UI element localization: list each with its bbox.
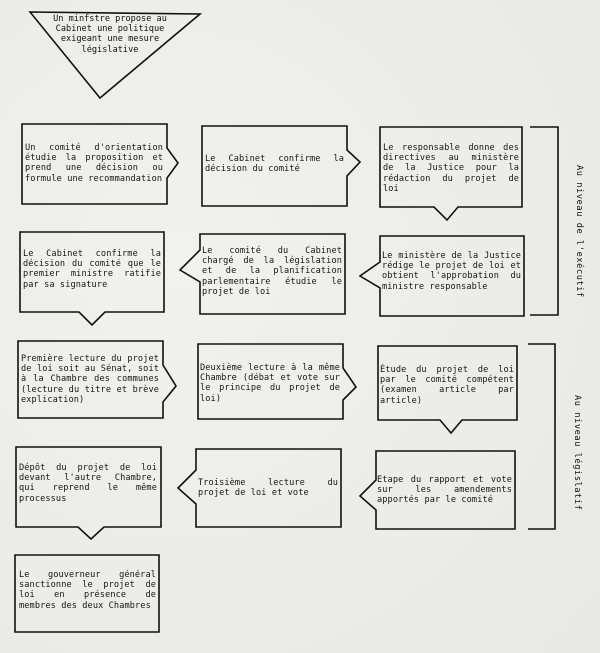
step-g-text: Première lecture du projet de loi soit a… — [21, 354, 159, 405]
bracket-executive — [530, 126, 559, 316]
box-h-shape — [197, 343, 358, 420]
group-label-legislative: Au niveau législatif — [572, 395, 582, 511]
step-c-text: Le responsable donne des directives au m… — [383, 143, 519, 194]
step-a-text: Un comité d'orientation étudie la propos… — [25, 143, 163, 184]
bracket-legislative — [528, 343, 556, 530]
box-k-shape — [176, 448, 342, 528]
box-e-shape — [178, 233, 346, 315]
box-l-shape — [358, 450, 516, 530]
start-step-text: Un minfstre propose au Cabinet une polit… — [53, 14, 167, 55]
step-f-text: Le ministère de la Justice rédige le pro… — [382, 251, 521, 292]
box-f-shape — [358, 235, 525, 317]
box-b-shape — [201, 125, 362, 207]
step-b-text: Le Cabinet confirme la décision du comit… — [205, 154, 344, 175]
box-i-shape — [377, 345, 518, 435]
step-j-text: Dépôt du projet de loi devant l'autre Ch… — [19, 463, 157, 504]
step-m-text: Le gouverneur général sanctionne le proj… — [19, 570, 156, 611]
step-e-text: Le comité du Cabinet chargé de la législ… — [202, 246, 342, 297]
box-c-shape — [379, 126, 523, 222]
step-k-text: Troisième lecture du projet de loi et vo… — [198, 478, 338, 499]
step-d-text: Le Cabinet confirme la décision du comit… — [23, 249, 161, 290]
step-l-text: Etape du rapport et vote sur les amendem… — [377, 475, 512, 506]
box-d-shape — [19, 231, 165, 327]
step-i-text: Étude du projet de loi par le comité com… — [380, 365, 514, 406]
box-g-shape — [17, 340, 177, 419]
start-triangle — [28, 11, 203, 100]
step-h-text: Deuxième lecture à la même Chambre (déba… — [200, 363, 340, 404]
box-j-shape — [15, 446, 162, 541]
box-a-shape — [21, 123, 179, 205]
box-m-shape — [14, 554, 160, 633]
group-label-executive: Au niveau de l'exécutif — [574, 165, 584, 298]
